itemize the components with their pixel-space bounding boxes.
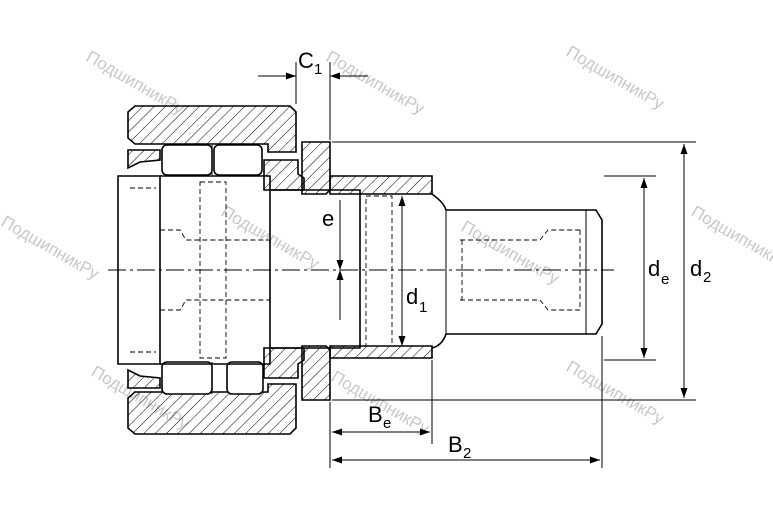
extension-lines [295, 62, 696, 468]
label-d1: d 1 [406, 284, 427, 316]
label-e: e [322, 206, 334, 231]
threaded-stud [431, 193, 603, 349]
seal [127, 149, 161, 389]
watermark-text: ПодшипникРу [563, 42, 668, 114]
label-d1-sub: 1 [419, 299, 427, 316]
label-be: B e [368, 402, 391, 432]
eccentric-sleeve [329, 175, 433, 359]
label-de-main: d [648, 256, 660, 281]
label-de: d e [648, 256, 669, 288]
rollers [161, 144, 264, 395]
watermark-text: ПодшипникРу [458, 217, 563, 289]
label-c1-main: C [298, 48, 314, 73]
label-e-main: e [322, 206, 334, 231]
label-d2-sub: 2 [703, 269, 711, 286]
label-b2-main: B [448, 432, 463, 457]
label-b2: B 2 [448, 432, 471, 462]
label-c1-sub: 1 [314, 61, 322, 78]
label-d1-main: d [406, 284, 418, 309]
watermark-text: ПодшипникРу [323, 47, 428, 119]
watermark-group: ПодшипникРу ПодшипникРу ПодшипникРу Подш… [0, 42, 773, 439]
dimension-lines [258, 72, 688, 464]
watermark-text: ПодшипникРу [0, 212, 103, 284]
label-d2: d 2 [690, 256, 711, 286]
watermark-text: ПодшипникРу [563, 357, 668, 429]
label-b2-sub: 2 [463, 445, 471, 462]
label-be-sub: e [383, 415, 391, 432]
flange-collar [301, 141, 331, 401]
label-d2-main: d [690, 256, 702, 281]
label-be-main: B [368, 402, 383, 427]
outer-ring [127, 105, 297, 435]
label-c1: C 1 [298, 48, 322, 78]
label-de-sub: e [661, 271, 669, 288]
